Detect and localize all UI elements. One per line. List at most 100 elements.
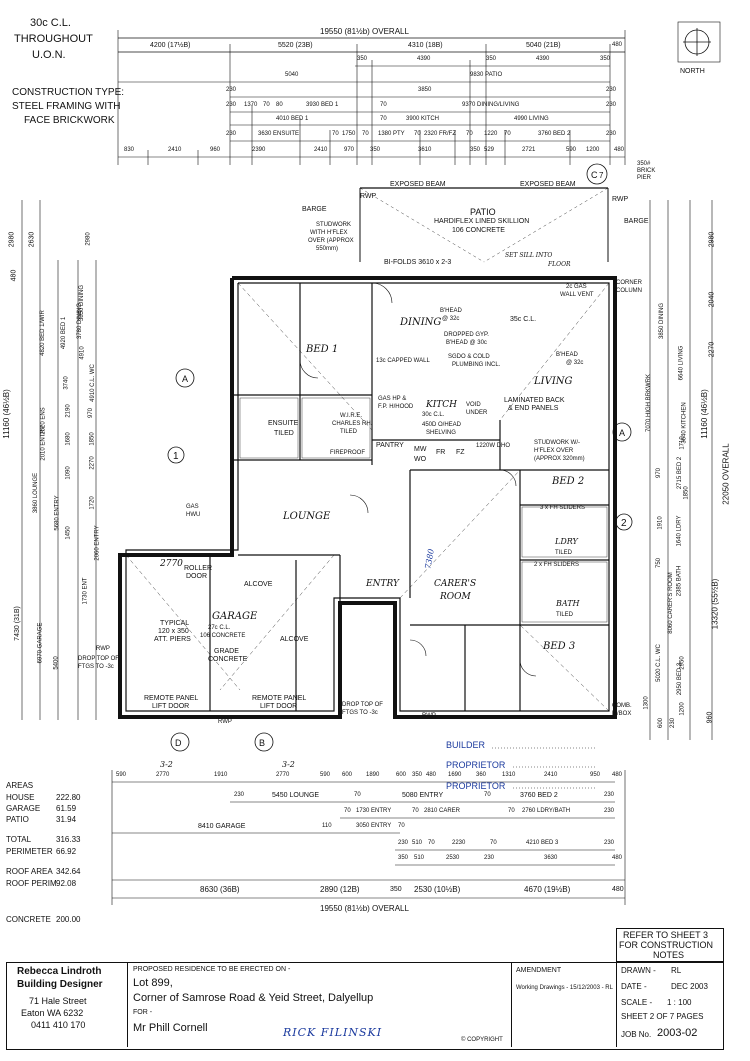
client-hand: RICK FILINSKI [283, 1026, 383, 1039]
right-v3-5: 2950 [679, 656, 686, 670]
top-r6-3: 4990 LIVING [514, 116, 549, 122]
top-r8-8: 350 [470, 147, 481, 153]
top-r1-1: 5520 (23B) [278, 42, 313, 49]
top-r8-7: 3610 [418, 147, 432, 153]
bot-r3-2: 70 [412, 808, 419, 814]
hand-2770: 2770 [160, 559, 183, 569]
room-ldry: LDRY [555, 537, 578, 546]
bot-r3-0: 70 [344, 808, 351, 814]
grade-1: GRADE [214, 648, 239, 655]
area-concrete-value: 200.00 [56, 915, 81, 924]
builder-label: BUILDER [446, 740, 486, 750]
area-concrete-label: CONCRETE [6, 915, 51, 924]
amendment-label: AMENDMENT [516, 967, 562, 974]
scale-label: SCALE - [621, 998, 653, 1007]
right-v2-7: 8060 CARER'S ROOM [667, 572, 674, 634]
dropped-gyp-1: DROPPED GYP. [444, 332, 489, 338]
right-v1-0: 2980 [708, 231, 716, 248]
right-v3-0: 1710 [679, 436, 686, 450]
proposed-label: PROPOSED RESIDENCE TO BE ERECTED ON - [133, 966, 291, 973]
room-bath: BATH [556, 599, 580, 608]
ensuite-tiled: TILED [274, 430, 294, 437]
left-v4-6: 2060 ENTRY [94, 525, 101, 561]
area-total-value: 316.33 [56, 835, 81, 844]
area-perimeter-label: PERIMETER [6, 847, 53, 856]
top-r7-5: 1380 PTY [378, 131, 405, 137]
top-r4-1: 3850 [418, 87, 432, 93]
rwp-bottom-right: RWP [422, 713, 436, 719]
left-v3-3: 3740 [63, 376, 70, 390]
top-r8-12: 1200 [586, 147, 600, 153]
left-v3-4: 2190 [65, 404, 72, 418]
top-r4-0: 230 [226, 87, 237, 93]
date-label: DATE - [621, 982, 647, 991]
room-ensuite: ENSUITE [268, 420, 299, 427]
bot-r3-3: 2810 CARER [424, 808, 461, 814]
marks-b: B [259, 738, 265, 748]
room-bed1: BED 1 [306, 344, 339, 355]
designer-panel: Rebecca Lindroth Building Designer 71 Ha… [7, 963, 128, 1047]
top-r5-5: 70 [380, 102, 387, 108]
gas-hwu-2: HWU [186, 512, 201, 518]
bot-r4-2: 3050 ENTRY [356, 823, 392, 829]
ldry-tiled: TILED [555, 550, 573, 556]
area-roof-value: 342.64 [56, 867, 81, 876]
typical-3: ATT. PIERS [154, 636, 191, 643]
bath-tiled: TILED [556, 612, 574, 618]
left-v1-3: 11160 (46½B) [1, 389, 11, 439]
laminated-2: & END PANELS [508, 405, 559, 412]
bot-r7-2: 350 [390, 886, 402, 893]
job-number: 2003-02 [657, 1027, 698, 1039]
left-v2-3: 3860 LOUNGE [33, 472, 40, 514]
bot-r1-1: 2770 [156, 772, 170, 778]
drop-top-4: FTGS TO -3c [342, 710, 378, 716]
studwork-3: OVER (APPROX [308, 238, 354, 244]
left-v4-3: 1850 [89, 432, 96, 446]
laminated-1: LAMINATED BACK [504, 397, 565, 404]
top-r5-4: 3930 BED 1 [306, 102, 339, 108]
top-r1-0: 4200 (17½B) [150, 42, 191, 49]
top-r8-5: 970 [344, 147, 355, 153]
wir-tiled: TILED [340, 429, 358, 435]
bot-r1-10: 1690 [448, 772, 462, 778]
void-2: UNDER [466, 410, 488, 416]
left-v2-5: 7430 (31B) [13, 606, 21, 641]
exposed-beam-1: EXPOSED BEAM [390, 181, 446, 188]
designer-role: Building Designer [17, 979, 103, 990]
top-r4-2: 230 [606, 87, 617, 93]
left-v3-7: 1450 [65, 526, 72, 540]
wir-sub: CHARLES RH. [332, 421, 373, 427]
comb-box-1: COMB. [612, 703, 632, 709]
left-v4-8: 3850 DINING [79, 284, 86, 322]
brick-pier-3: PIER [637, 175, 652, 181]
right-v2-1: 6640 LIVING [678, 345, 685, 381]
right-v1-4: 22050 OVERALL [721, 443, 731, 505]
bot-r2-0: 230 [234, 792, 245, 798]
shelving-2: SHELVING [426, 430, 456, 436]
gas-vent-2: WALL VENT [560, 292, 594, 298]
refer-note-box: REFER TO SHEET 3 FOR CONSTRUCTION NOTES [616, 928, 724, 962]
wo-label: WO [414, 456, 427, 463]
bot-r7-3: 2530 (10½B) [414, 885, 461, 894]
exposed-beam-2: EXPOSED BEAM [520, 181, 576, 188]
bot-r6-2: 2530 [446, 855, 460, 861]
drop-top-1: DROP TOP OF [78, 656, 119, 662]
area-house-label: HOUSE [6, 793, 35, 802]
top-r7-9: 1220 [484, 131, 498, 137]
left-v2-6: 6970 GARAGE [37, 622, 44, 664]
right-v3-4: 750 [656, 557, 663, 569]
bot-r2-4: 70 [484, 792, 491, 798]
left-v3-6: 1090 [65, 466, 72, 480]
brick-pier-2: BRICK [637, 168, 656, 174]
top-r7-1: 3630 ENSUITE [258, 131, 300, 137]
room-lounge: LOUNGE [283, 511, 331, 522]
top-r8-11: 590 [566, 147, 577, 153]
typical-1: TYPICAL [160, 620, 190, 627]
studwork2-3: (APPROX 320mm) [534, 456, 585, 462]
left-v4-5: 1730 ENT [82, 577, 89, 605]
refer-line-2: FOR CONSTRUCTION [619, 940, 713, 950]
bot-r6-4: 3630 [544, 855, 558, 861]
top-r1-2: 4310 (18B) [408, 42, 443, 49]
right-v2-3: 7070 HIGH BRKWRK [646, 373, 653, 433]
bhead-4: @ 32c [566, 360, 584, 366]
